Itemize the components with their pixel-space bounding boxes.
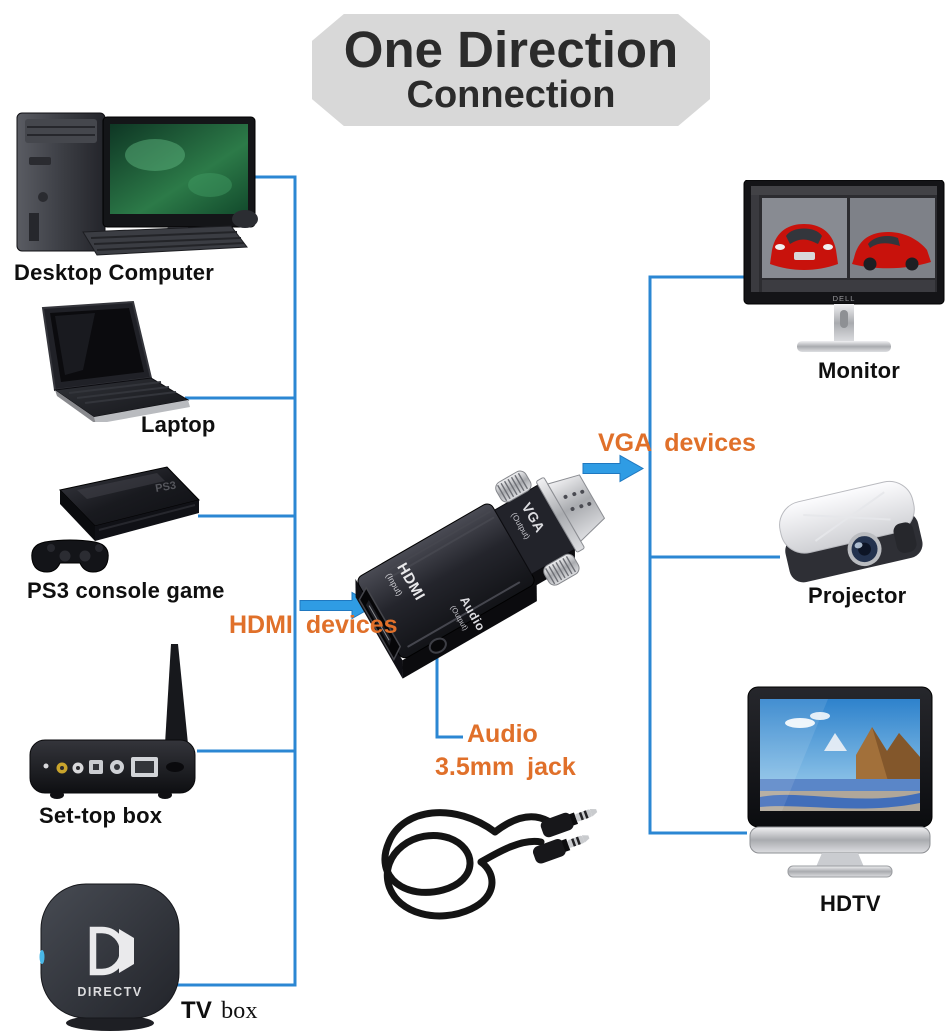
adapter-thumbscrew-top (495, 470, 532, 503)
hdmi-arrow (299, 591, 377, 620)
settop-box-illustration (25, 642, 200, 802)
tvbox-stand (66, 1015, 154, 1031)
projector-body (779, 480, 923, 583)
hdtv-screen (760, 699, 920, 811)
monitor-screen (751, 186, 937, 292)
monitor-illustration: DELL (742, 180, 947, 360)
red-car-side (852, 232, 931, 271)
title-banner: One Direction Connection (312, 14, 710, 126)
settop-ports (43, 757, 184, 777)
hdmi-devices-label: HDMI devices (229, 611, 398, 639)
cable-loops (381, 809, 552, 920)
device-label-tvbox: TV box (181, 997, 258, 1025)
right-bus-line (648, 275, 747, 835)
laptop-illustration (25, 300, 195, 422)
audio-jack-label-line1: Audio (467, 720, 538, 748)
vga-arrow (582, 454, 645, 483)
desktop-mouse (232, 210, 258, 228)
adapter-vga-connector (536, 474, 606, 553)
device-label-hdtv: HDTV (820, 891, 881, 916)
device-label-desktop: Desktop Computer (14, 260, 214, 285)
audio-plug-2 (532, 835, 590, 864)
monitor-stand (797, 304, 891, 352)
ps3-console-logo: PS3 (154, 480, 177, 495)
audio-leader-line (435, 646, 463, 739)
desktop-monitor (102, 116, 256, 250)
tv-box-illustration: DIRECTV (35, 880, 185, 1032)
tvbox-side-light (39, 950, 45, 964)
title-line1: One Direction (343, 21, 679, 79)
desktop-keyboard (82, 225, 248, 256)
hdmi-vga-adapter-illustration: HDMI (Input) VGA (Output) Audio (Output) (322, 412, 632, 697)
audio-cable-illustration (345, 790, 605, 965)
laptop-screen (41, 300, 153, 392)
settop-antenna (165, 644, 188, 744)
device-label-settop: Set-top box (39, 803, 163, 828)
hdtv-stand (787, 853, 893, 878)
ps3-console: PS3 (59, 466, 200, 541)
hdtv-speaker-bar (749, 826, 931, 854)
device-label-laptop: Laptop (141, 412, 216, 437)
device-label-ps3: PS3 console game (27, 578, 225, 603)
device-label-projector: Projector (808, 583, 907, 608)
desktop-tower (16, 112, 106, 252)
tvbox-logo (89, 926, 134, 976)
device-label-monitor: Monitor (818, 358, 901, 383)
adapter-thumbscrew-bottom (543, 553, 580, 586)
tvbox-brand-text: DIRECTV (77, 985, 142, 999)
tvbox-label-rest: box (221, 998, 258, 1024)
desktop-computer-illustration (5, 105, 265, 260)
ps3-controller (31, 539, 109, 573)
audio-jack-label-line2: 3.5mm jack (435, 753, 576, 781)
adapter-ridges (389, 510, 521, 648)
hdtv-illustration (740, 683, 940, 888)
vga-devices-label: VGA devices (598, 429, 756, 457)
adapter-hdmi-port (358, 586, 402, 662)
audio-plug-1 (540, 808, 598, 838)
title-line2: Connection (406, 74, 616, 117)
projector-illustration (775, 475, 925, 593)
red-car-front (770, 224, 838, 270)
ps3-illustration: PS3 (25, 460, 210, 582)
tvbox-label-bold: TV (181, 997, 213, 1024)
laptop-base (53, 377, 190, 422)
monitor-brand-text: DELL (833, 294, 856, 303)
adapter-audio-jack (428, 637, 447, 654)
